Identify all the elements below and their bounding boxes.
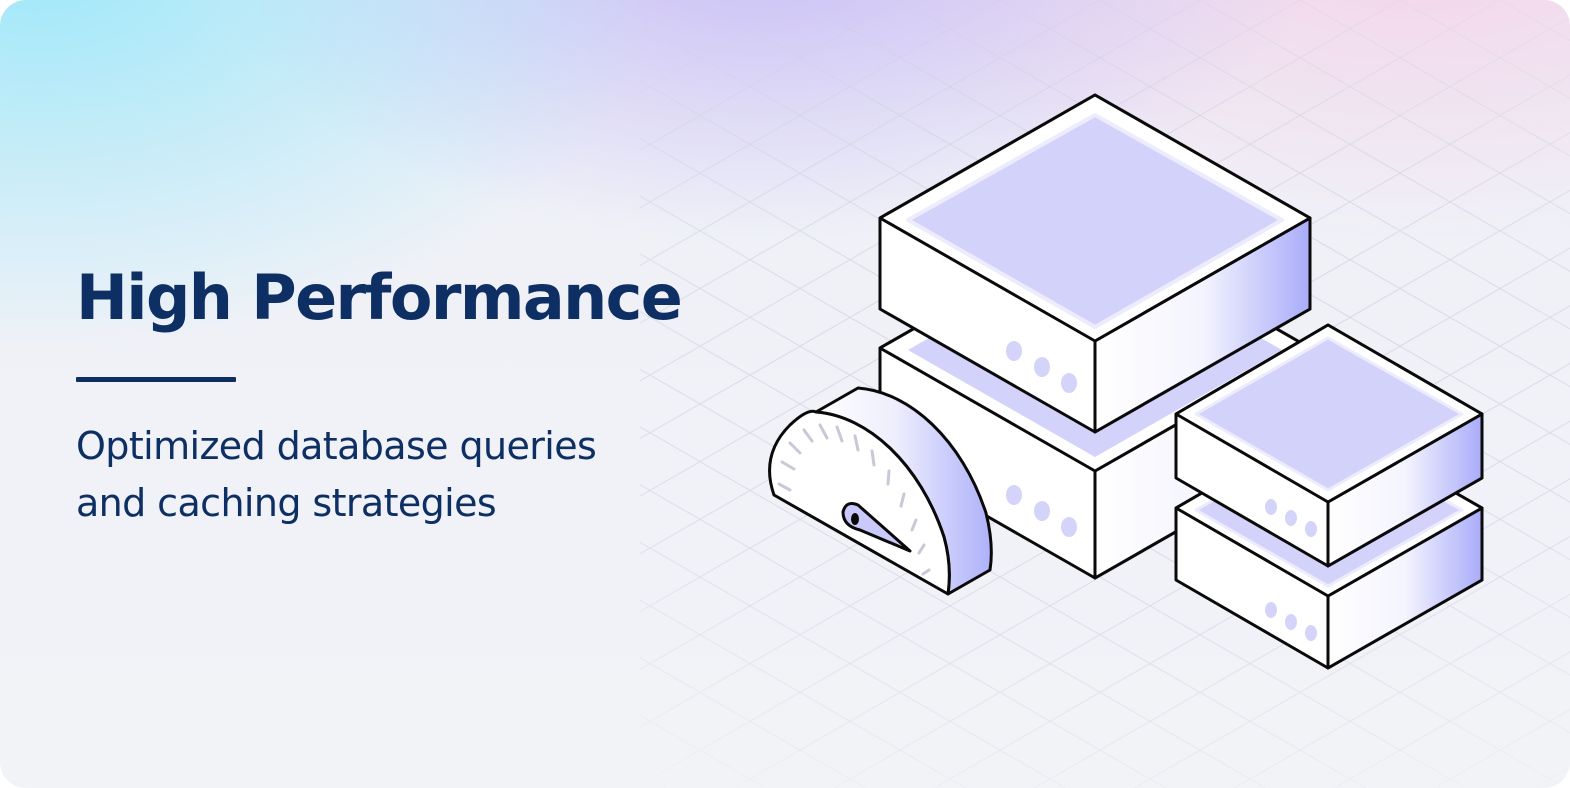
subtitle-line-1: Optimized database queries bbox=[76, 424, 597, 468]
hero-text: High Performance Optimized database quer… bbox=[76, 258, 756, 532]
speedometer-gauge-icon bbox=[768, 386, 993, 596]
subtitle: Optimized database queries and caching s… bbox=[76, 418, 756, 532]
server-top-icon bbox=[878, 93, 1312, 434]
subtitle-line-2: and caching strategies bbox=[76, 481, 497, 525]
title-divider bbox=[76, 377, 236, 382]
page-title: High Performance bbox=[76, 261, 683, 334]
server-small-top-icon bbox=[1174, 323, 1484, 568]
